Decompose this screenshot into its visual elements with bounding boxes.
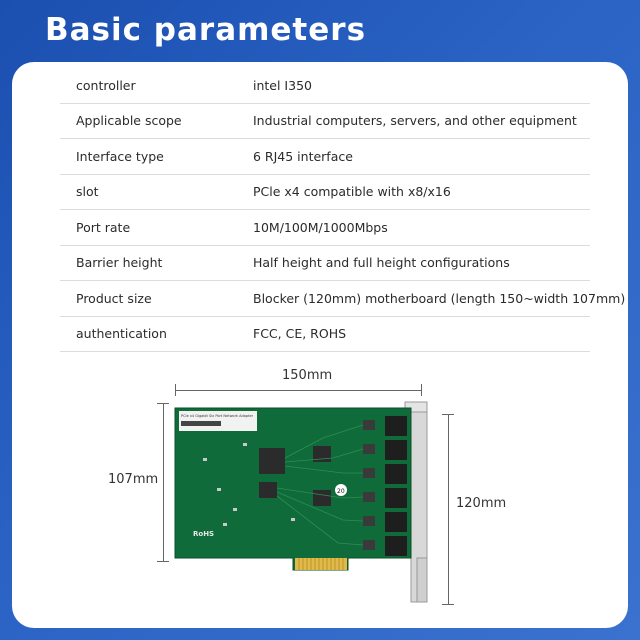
param-label: Product size xyxy=(76,290,152,306)
bracket-top xyxy=(404,401,428,413)
badge xyxy=(335,484,347,496)
bracket-tab xyxy=(416,557,428,603)
param-value: 10M/100M/1000Mbps xyxy=(253,219,388,235)
param-row: Port rate 10M/100M/1000Mbps xyxy=(60,210,590,246)
pcb-drawing: PCIe x4 Gigabit Six Port Network Adapter xyxy=(174,401,428,603)
param-row: authentication FCC, CE, ROHS xyxy=(60,317,590,352)
length-dimension-tick xyxy=(421,384,422,396)
width-dimension-tick xyxy=(157,403,169,404)
param-row: Barrier height Half height and full heig… xyxy=(60,246,590,281)
width-dimension-label: 107mm xyxy=(108,472,159,487)
param-value: Blocker (120mm) motherboard (length 150~… xyxy=(253,290,626,306)
param-row: Interface type 6 RJ45 interface xyxy=(60,139,590,175)
pcb-board xyxy=(174,407,412,571)
width-dimension-line xyxy=(163,403,164,561)
param-value: intel I350 xyxy=(253,77,312,93)
controller-chip xyxy=(259,448,285,474)
param-row: Applicable scope Industrial computers, s… xyxy=(60,104,590,139)
param-label: slot xyxy=(76,184,99,200)
gold-fingers xyxy=(295,558,347,570)
param-row: slot PCle x4 compatible with x8/x16 xyxy=(60,175,590,210)
length-dimension-tick xyxy=(175,384,176,396)
page-title: Basic parameters xyxy=(45,12,367,48)
height-dimension-tick xyxy=(442,414,454,415)
length-dimension-label: 150mm xyxy=(282,368,333,383)
rj45-ports xyxy=(385,416,407,556)
chip xyxy=(313,446,331,462)
param-value: PCle x4 compatible with x8/x16 xyxy=(253,184,451,200)
param-label: Barrier height xyxy=(76,255,163,271)
height-dimension-line xyxy=(448,414,449,604)
param-label: controller xyxy=(76,77,136,93)
rohs-marking: RoHS xyxy=(193,530,214,538)
param-row: controller intel I350 xyxy=(60,68,590,104)
chip xyxy=(259,482,277,498)
network-card-image: PCIe x4 Gigabit Six Port Network Adapter xyxy=(173,398,433,608)
param-value: Half height and full height configuratio… xyxy=(253,255,510,271)
param-value: FCC, CE, ROHS xyxy=(253,326,347,342)
param-label: Applicable scope xyxy=(76,113,182,129)
param-row: Product size Blocker (120mm) motherboard… xyxy=(60,281,625,317)
width-dimension-tick xyxy=(157,561,169,562)
param-label: authentication xyxy=(76,326,167,342)
height-dimension-tick xyxy=(442,604,454,605)
chip xyxy=(313,490,331,506)
badge-text: 20 xyxy=(337,488,345,495)
height-dimension-label: 120mm xyxy=(456,496,507,511)
parameters-table: controller intel I350 Applicable scope I… xyxy=(60,68,625,352)
length-dimension-line xyxy=(175,390,422,391)
param-label: Port rate xyxy=(76,219,131,235)
sticker-text: PCIe x4 Gigabit Six Port Network Adapter xyxy=(181,414,254,418)
param-value: 6 RJ45 interface xyxy=(253,148,353,164)
param-value: Industrial computers, servers, and other… xyxy=(253,113,577,129)
barcode xyxy=(181,421,221,426)
param-label: Interface type xyxy=(76,148,164,164)
